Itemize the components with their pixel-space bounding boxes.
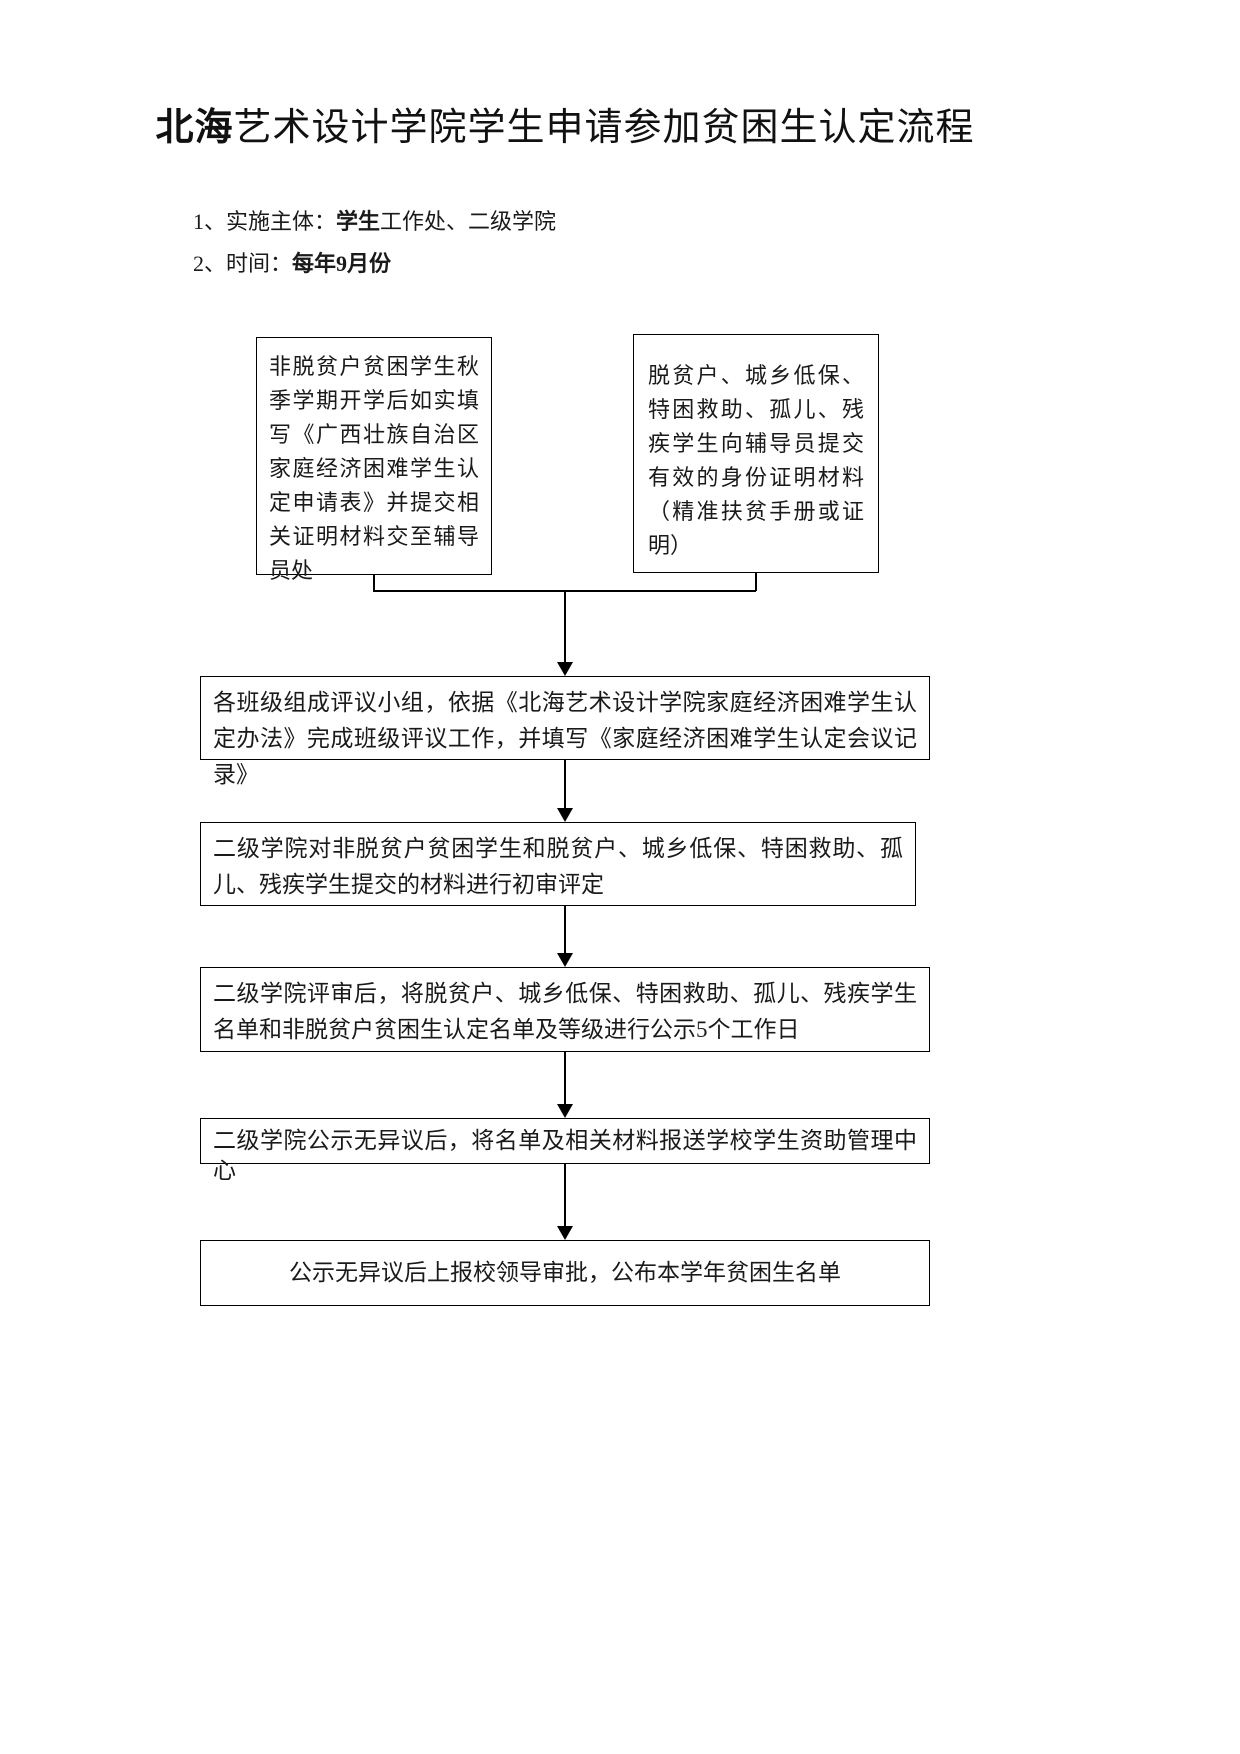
flow-box-final-approval-text: 公示无异议后上报校领导审批，公布本学年贫困生名单 [289, 1260, 841, 1285]
page-title-bold: 北海 [155, 107, 234, 149]
arrow-into-submit-center [557, 1104, 573, 1118]
connector-merge-vertical [564, 590, 566, 662]
intro-item-subject-bold: 学生 [336, 209, 381, 234]
connector-3-4 [564, 760, 566, 808]
intro-item-time-prefix: 2、时间： [193, 251, 293, 276]
flow-box-initial-check: 二级学院对非脱贫户贫困学生和脱贫户、城乡低保、特困救助、孤儿、残疾学生提交的材料… [200, 822, 916, 906]
flow-box-publicity: 二级学院评审后，将脱贫户、城乡低保、特困救助、孤儿、残疾学生名单和非脱贫户贫困生… [200, 967, 930, 1052]
connector-right-stub [755, 573, 757, 591]
arrow-into-publicity [557, 953, 573, 967]
flow-box-submit-center: 二级学院公示无异议后，将名单及相关材料报送学校学生资助管理中心 [200, 1118, 930, 1183]
arrow-into-final-approval [557, 1226, 573, 1240]
arrow-into-class-review [557, 662, 573, 676]
connector-6-7 [564, 1164, 566, 1226]
page-title-rest: 艺术设计学院学生申请参加贫困生认定流程 [233, 107, 975, 149]
intro-item-subject-prefix: 1、实施主体： [193, 209, 337, 234]
arrow-into-initial-check [557, 808, 573, 822]
intro-item-time-bold: 每年9月份 [292, 251, 392, 276]
flow-box-poverty-id-materials: 脱贫户、城乡低保、特困救助、孤儿、残疾学生向辅导员提交有效的身份证明材料（精准扶… [633, 334, 879, 573]
connector-left-stub [373, 575, 375, 591]
flow-box-final-approval: 公示无异议后上报校领导审批，公布本学年贫困生名单 [200, 1240, 930, 1306]
page-title: 北海艺术设计学院学生申请参加贫困生认定流程 [0, 96, 1130, 151]
intro-item-subject-rest: 工作处、二级学院 [380, 209, 557, 234]
intro-item-time: 2、时间：每年9月份 [193, 248, 391, 280]
flow-box-class-review: 各班级组成评议小组，依据《北海艺术设计学院家庭经济困难学生认定办法》完成班级评议… [200, 676, 930, 787]
connector-4-5 [564, 906, 566, 953]
flow-box-nonpoverty-application: 非脱贫户贫困学生秋季学期开学后如实填写《广西壮族自治区家庭经济困难学生认定申请表… [256, 337, 492, 583]
connector-5-6 [564, 1052, 566, 1104]
intro-item-subject: 1、实施主体：学生工作处、二级学院 [193, 206, 556, 238]
